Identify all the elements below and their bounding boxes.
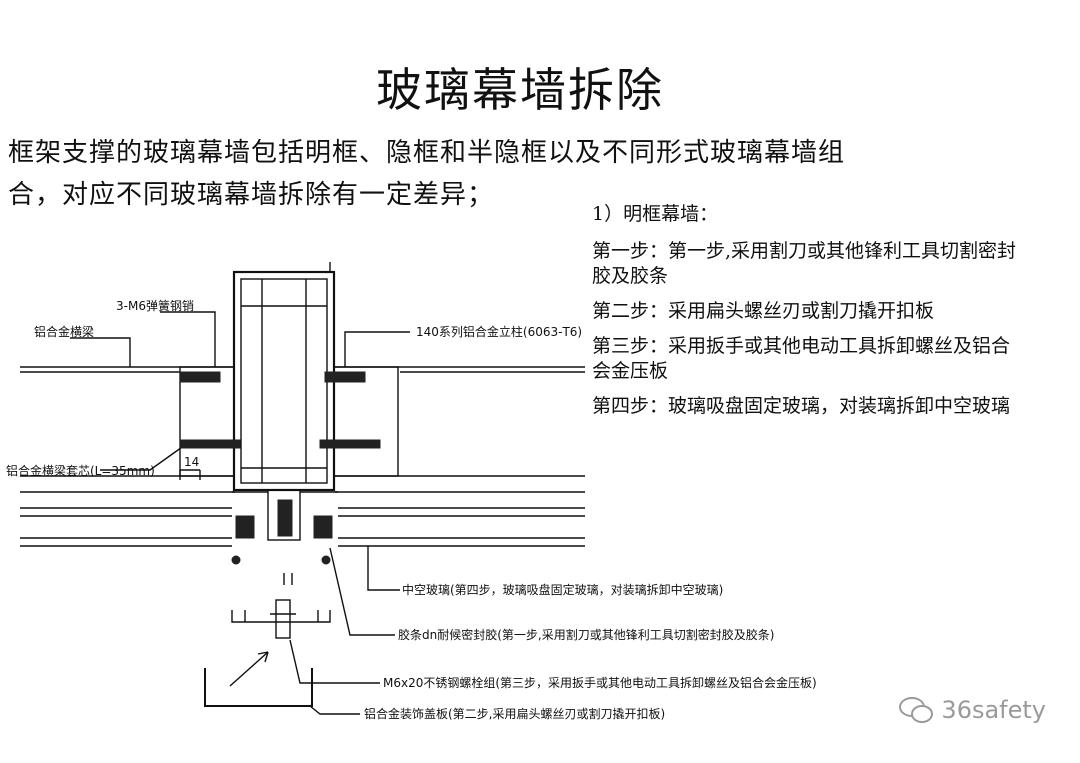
- page-title: 玻璃幕墙拆除: [376, 63, 664, 117]
- label-column: 140系列铝合金立柱(6063-T6): [416, 324, 582, 339]
- watermark-text: 36safety: [941, 696, 1046, 724]
- label-glass: 中空玻璃(第四步，玻璃吸盘固定玻璃，对装璃拆卸中空玻璃): [402, 582, 723, 597]
- gasket-top-left: [179, 371, 221, 383]
- bolt-bar-right: [319, 439, 381, 449]
- leader-gasket: [329, 547, 395, 636]
- leader-cover: [309, 705, 360, 715]
- steps-heading: 1）明框幕墙：: [592, 203, 719, 225]
- seal-left: [235, 515, 255, 539]
- removal-arrowhead: [257, 651, 269, 663]
- step-2: 第二步：采用扁头螺丝刃或割刀撬开扣板: [592, 300, 935, 322]
- label-cover: 铝合金装饰盖板(第二步,采用扁头螺丝刃或割刀撬开扣板): [364, 706, 665, 721]
- wechat-icon: [899, 697, 934, 723]
- pressure-bolt: [277, 499, 293, 537]
- dimension-mark: [179, 469, 201, 480]
- leader-glass: [367, 546, 400, 591]
- leader-beam: [70, 337, 131, 367]
- beam-end-left: [179, 366, 235, 477]
- seal-right: [313, 515, 333, 539]
- column-inner: [240, 278, 328, 484]
- watermark: 36safety: [899, 696, 1046, 724]
- step-3: 第三步：采用扳手或其他电动工具拆卸螺丝及铝合会金压板: [592, 335, 1011, 382]
- seal-bead-right: [321, 555, 331, 565]
- label-beam: 铝合金横梁: [34, 324, 94, 339]
- seal-bead-left: [231, 555, 241, 565]
- step-1: 第一步：第一步,采用割刀或其他锋利工具切割密封胶及胶条: [592, 240, 1017, 287]
- intro-paragraph: 框架支撑的玻璃幕墙包括明框、隐框和半隐框以及不同形式玻璃幕墙组合，对应不同玻璃幕…: [8, 138, 846, 210]
- label-bolt: M6x20不锈钢螺栓组(第三步，采用扳手或其他电动工具拆卸螺丝及铝合会金压板): [383, 675, 817, 690]
- label-sleeve: 铝合金横梁套芯(L=35mm): [6, 463, 155, 478]
- bolt: [275, 599, 291, 639]
- leader-sleeve: [100, 444, 186, 471]
- removal-arrow: [229, 651, 269, 687]
- bolt-bar-left: [179, 439, 241, 449]
- gasket-top-right: [324, 371, 366, 383]
- gap-arrows: [283, 573, 293, 585]
- leader-column: [344, 331, 410, 367]
- step-4: 第四步：玻璃吸盘固定玻璃，对装璃拆卸中空玻璃: [592, 395, 1011, 417]
- label-gasket: 胶条dn耐候密封胶(第一步,采用割刀或其他锋利工具切割密封胶及胶条): [398, 627, 774, 642]
- column-outer: [232, 270, 336, 492]
- cover-plate: [204, 668, 313, 707]
- beam-end-right: [333, 366, 399, 477]
- pressure-plate-exploded: [231, 610, 331, 623]
- pressure-plate: [267, 489, 301, 541]
- label-pin: 3-M6弹簧钢销: [116, 298, 194, 313]
- leader-bolt: [289, 639, 380, 684]
- label-dim: 14: [184, 455, 199, 469]
- steps-panel: 1）明框幕墙： 第一步：第一步,采用割刀或其他锋利工具切割密封胶及胶条 第二步：…: [592, 202, 1022, 429]
- leader-pin: [160, 311, 216, 367]
